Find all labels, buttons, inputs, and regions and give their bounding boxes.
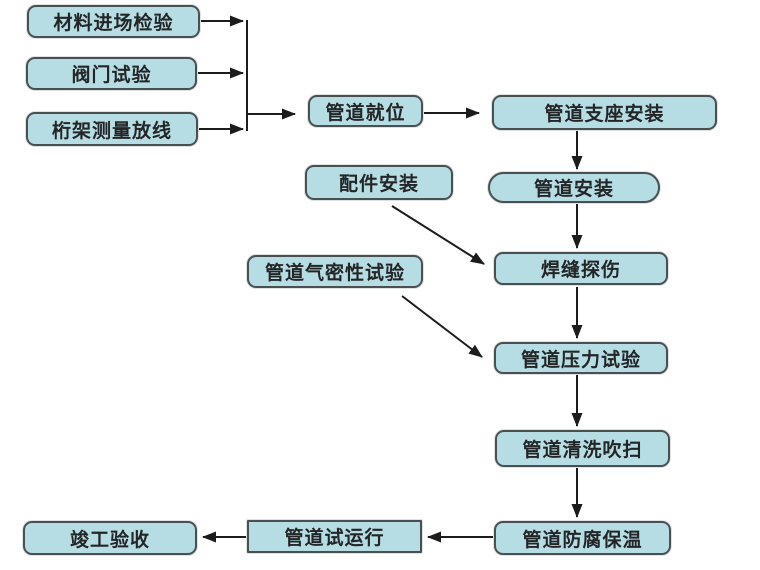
node-pipe-trial-run: 管道试运行 xyxy=(247,520,422,553)
node-label: 管道清洗吹扫 xyxy=(522,440,643,461)
node-pipe-anticorrosion-insulation: 管道防腐保温 xyxy=(494,521,671,555)
node-label: 管道试运行 xyxy=(284,528,385,549)
node-label: 管道防腐保温 xyxy=(522,529,643,551)
node-material-inspection: 材料进场检验 xyxy=(27,5,200,38)
node-truss-survey-layout: 桁架测量放线 xyxy=(26,112,198,146)
node-valve-test: 阀门试验 xyxy=(26,57,197,90)
node-fittings-installation: 配件安装 xyxy=(305,165,453,200)
node-pipe-airtightness-test: 管道气密性试验 xyxy=(247,255,423,288)
node-label: 管道压力试验 xyxy=(520,349,641,371)
node-label: 配件安装 xyxy=(338,174,419,195)
node-label: 焊缝探伤 xyxy=(540,260,621,281)
node-pipe-pressure-test: 管道压力试验 xyxy=(494,342,668,374)
node-weld-flaw-detection: 焊缝探伤 xyxy=(494,252,668,285)
node-pipe-installation: 管道安装 xyxy=(488,172,660,203)
edge-airtightness-to-pressure xyxy=(401,295,483,358)
node-label: 阀门试验 xyxy=(71,65,152,86)
node-label: 材料进场检验 xyxy=(53,13,174,34)
node-label: 管道气密性试验 xyxy=(264,263,405,284)
node-label: 桁架测量放线 xyxy=(51,120,172,142)
node-pipe-cleaning-purging: 管道清洗吹扫 xyxy=(495,430,670,467)
node-label: 管道安装 xyxy=(533,179,614,200)
node-label: 管道支座安装 xyxy=(544,104,665,125)
node-pipe-support-installation: 管道支座安装 xyxy=(492,95,717,130)
edge-fittings-to-weld xyxy=(391,205,485,265)
node-pipe-positioning: 管道就位 xyxy=(308,95,423,127)
node-completion-acceptance: 竣工验收 xyxy=(23,521,197,555)
node-label: 竣工验收 xyxy=(69,529,150,551)
node-label: 管道就位 xyxy=(325,102,406,124)
